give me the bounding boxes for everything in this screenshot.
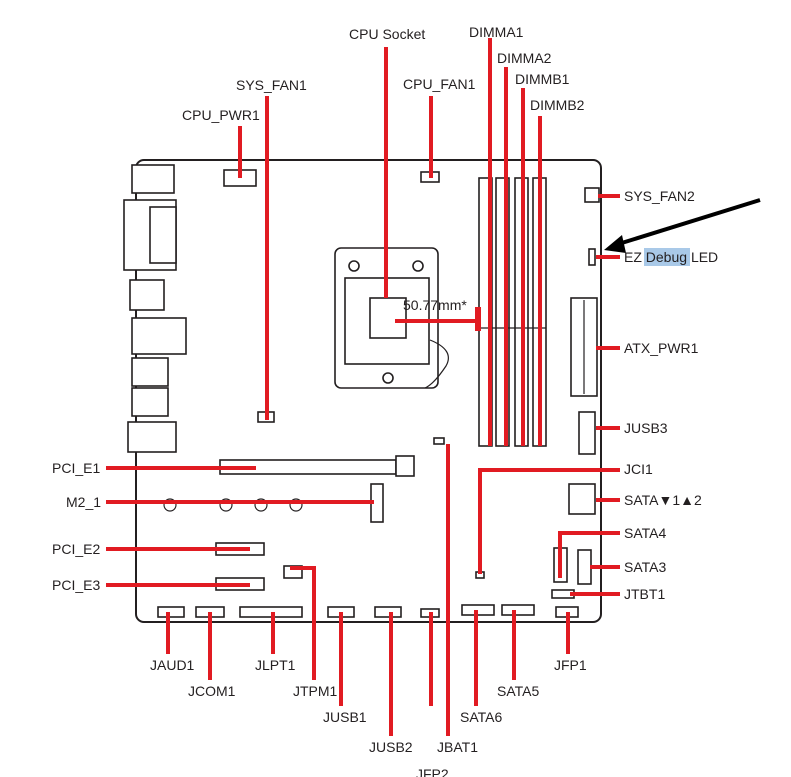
ez-debug-led xyxy=(588,248,596,266)
callout-lines xyxy=(106,38,620,736)
jfp2-header xyxy=(433,437,445,445)
label-jfp1: JFP1 xyxy=(554,657,587,673)
label-jusb1: JUSB1 xyxy=(323,709,367,725)
label-measurement: 50.77mm* xyxy=(403,297,467,313)
label-cpu-pwr1: CPU_PWR1 xyxy=(182,107,260,123)
label-cpu-fan1: CPU_FAN1 xyxy=(403,76,476,92)
ez-debug-suffix: LED xyxy=(691,249,718,265)
label-jaud1: JAUD1 xyxy=(150,657,195,673)
label-jtbt1: JTBT1 xyxy=(624,586,665,602)
label-sata4: SATA4 xyxy=(624,525,666,541)
m2-standoffs xyxy=(163,498,303,512)
label-dimmb1: DIMMB1 xyxy=(515,71,570,87)
text-selection-highlight xyxy=(644,248,690,266)
label-jbat1: JBAT1 xyxy=(437,739,478,755)
label-sata3: SATA3 xyxy=(624,559,666,575)
label-pci-e1: PCI_E1 xyxy=(52,460,100,476)
ez-debug-word: Debug xyxy=(646,249,687,265)
label-sys-fan1: SYS_FAN1 xyxy=(236,77,307,93)
label-atx-pwr1: ATX_PWR1 xyxy=(624,340,699,356)
label-sata5: SATA5 xyxy=(497,683,539,699)
label-jlpt1: JLPT1 xyxy=(255,657,296,673)
label-sys-fan2: SYS_FAN2 xyxy=(624,188,695,204)
label-jusb2: JUSB2 xyxy=(369,739,413,755)
pci-e1-slot xyxy=(219,455,415,477)
label-m2-1: M2_1 xyxy=(66,494,101,510)
label-sata6: SATA6 xyxy=(460,709,502,725)
arrow-icon xyxy=(604,198,761,253)
label-jfp2: JFP2 xyxy=(416,766,449,777)
motherboard-outline xyxy=(135,159,602,623)
label-pci-e2: PCI_E2 xyxy=(52,541,100,557)
label-jcom1: JCOM1 xyxy=(188,683,236,699)
atx-power-connector xyxy=(570,297,598,397)
sys-fan2-header xyxy=(584,187,600,203)
ez-debug-prefix: EZ xyxy=(624,249,642,265)
label-jtpm1: JTPM1 xyxy=(293,683,338,699)
rear-io-panel xyxy=(123,164,187,453)
sata-1-2-connector xyxy=(568,483,596,515)
label-jci1: JCI1 xyxy=(624,461,653,477)
label-jusb3: JUSB3 xyxy=(624,420,668,436)
label-sata-1-2: SATA▼1▲2 xyxy=(624,492,702,508)
label-dimma2: DIMMA2 xyxy=(497,50,552,66)
label-cpu-socket: CPU Socket xyxy=(349,26,425,42)
label-dimma1: DIMMA1 xyxy=(469,24,524,40)
label-pci-e3: PCI_E3 xyxy=(52,577,100,593)
measurement-marker xyxy=(475,307,481,331)
jusb3-header xyxy=(578,411,596,455)
label-dimmb2: DIMMB2 xyxy=(530,97,585,113)
cpu-socket xyxy=(334,247,449,389)
label-ez-debug-led: EZ Debug LED xyxy=(624,249,718,265)
